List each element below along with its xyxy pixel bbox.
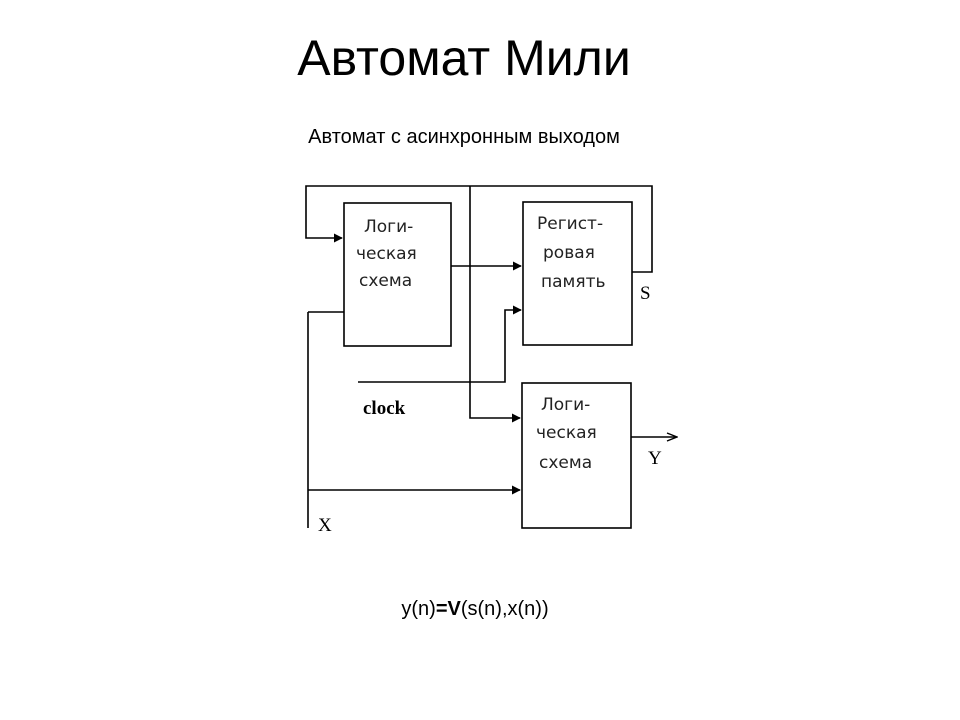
block-logic-input-line-3: схема [359, 271, 412, 291]
state-to-output-logic-line [469, 186, 521, 423]
signal-label-x: X [318, 515, 332, 536]
block-logic-output-line-1: Логи- [541, 395, 590, 415]
signal-label-clock: clock [363, 398, 406, 419]
formula-operator: =V [435, 598, 461, 620]
block-logic-output-line-2: ческая [536, 423, 597, 443]
block-logic-output [521, 382, 632, 529]
formula-prefix: y(n) [401, 598, 436, 620]
block-register-line-3: память [541, 272, 606, 292]
output-formula: y(n)=V(s(n),x(n)) [0, 596, 950, 622]
block-register-line-1: Регист- [537, 214, 603, 234]
block-logic-output-line-3: схема [539, 453, 592, 473]
block-logic-input-line-1: Логи- [364, 217, 413, 237]
block-logic-input-line-2: ческая [356, 244, 417, 264]
slide-subtitle: Автомат с асинхронным выходом [308, 126, 620, 148]
block-logic-input [343, 202, 452, 347]
formula-suffix: (s(n),x(n)) [460, 598, 549, 620]
signal-label-s: S [640, 283, 651, 304]
block-register [522, 201, 633, 346]
state-feedback-line [305, 185, 653, 273]
slide-title: Автомат Мили [297, 30, 631, 86]
clock-line [358, 305, 522, 383]
signal-label-y: Y [648, 448, 662, 469]
block-register-line-2: ровая [543, 243, 595, 263]
